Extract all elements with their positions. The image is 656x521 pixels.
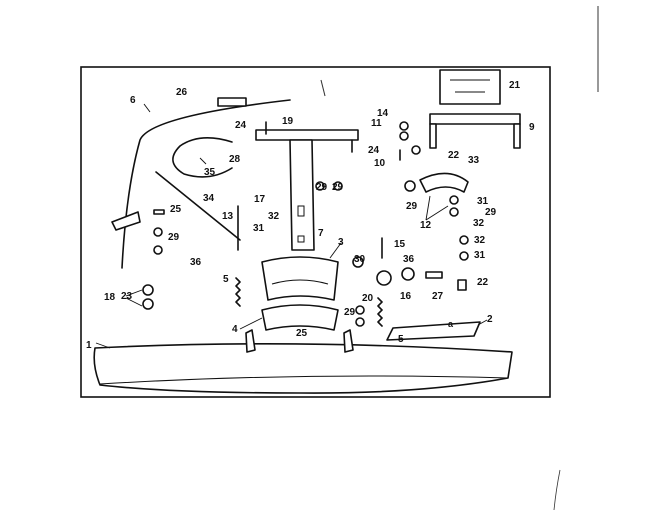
callout-label: 29 — [316, 182, 328, 193]
callout-label: 31 — [474, 250, 486, 261]
callout-label: 24 — [235, 120, 247, 131]
callout-label: 32 — [473, 218, 485, 229]
callout-label: 9 — [529, 122, 535, 133]
callout-label: 7 — [318, 228, 324, 239]
callout-label: 26 — [176, 87, 188, 98]
callout-label: 31 — [477, 196, 489, 207]
diagram-border — [80, 66, 551, 398]
callout-label: 5 — [223, 274, 229, 285]
callout-label: 4 — [232, 324, 238, 335]
callout-label: 21 — [509, 80, 521, 91]
cable-loop-part — [172, 137, 233, 178]
callout-label: 24 — [368, 145, 380, 156]
callout-label: 29 — [485, 207, 497, 218]
callout-label: 3 — [338, 237, 344, 248]
callout-label: 18 — [104, 292, 116, 303]
spring-part — [377, 297, 383, 327]
wear-plate-part — [386, 321, 481, 341]
lift-rod-part — [155, 171, 241, 241]
clip-part — [217, 97, 247, 107]
scan-mark — [320, 79, 326, 97]
callout-label: 25 — [296, 328, 308, 339]
callout-label: 28 — [229, 154, 241, 165]
callout-label: 19 — [282, 116, 294, 127]
handle-bracket-part — [111, 211, 141, 231]
t-frame-part — [255, 129, 359, 251]
callout-label: 10 — [374, 158, 386, 169]
callout-label: 27 — [432, 291, 444, 302]
callout-label: 12 — [420, 220, 432, 231]
cross-frame-part — [429, 113, 521, 149]
handle-bar-part — [121, 99, 291, 269]
callout-label: 32 — [268, 211, 280, 222]
callout-label: 6 — [130, 95, 136, 106]
callout-label: 23 — [121, 291, 133, 302]
blade-part — [93, 329, 513, 394]
callout-label: 35 — [204, 167, 216, 178]
callout-label: 31 — [253, 223, 265, 234]
callout-labels: 1 2 3 4 5 5 6 7 9 10 11 12 13 14 15 16 1… — [86, 80, 535, 351]
callout-label: 25 — [170, 204, 182, 215]
callout-label: 16 — [400, 291, 412, 302]
callout-label: 30 — [354, 254, 366, 265]
top-bracket-part — [439, 69, 501, 105]
callout-label: 36 — [403, 254, 415, 265]
hardware-parts — [142, 121, 469, 327]
callout-label: 36 — [190, 257, 202, 268]
callout-label: 1 — [86, 340, 92, 351]
callout-label: 29 — [344, 307, 356, 318]
mounting-plates-part — [261, 256, 339, 331]
callout-label: 29 — [168, 232, 180, 243]
callout-label: 22 — [448, 150, 460, 161]
callout-label: 20 — [362, 293, 374, 304]
callout-label: 14 — [377, 108, 389, 119]
callout-label: 13 — [222, 211, 234, 222]
callout-label: 34 — [203, 193, 215, 204]
callout-label: 2 — [487, 314, 493, 325]
callout-label: 11 — [371, 118, 382, 129]
callout-label: 22 — [477, 277, 489, 288]
plate-marking: a — [448, 319, 454, 329]
callout-label: 29 — [332, 182, 344, 193]
callout-label: 32 — [474, 235, 486, 246]
spring-part — [235, 277, 241, 307]
callout-label: 33 — [468, 155, 480, 166]
swivel-plate-part — [419, 172, 469, 193]
callout-label: 5 — [398, 334, 404, 345]
callout-label: 29 — [406, 201, 418, 212]
scan-mark — [553, 469, 561, 511]
leader-lines — [95, 103, 488, 349]
callout-label: 17 — [254, 194, 266, 205]
callout-label: 15 — [394, 239, 406, 250]
